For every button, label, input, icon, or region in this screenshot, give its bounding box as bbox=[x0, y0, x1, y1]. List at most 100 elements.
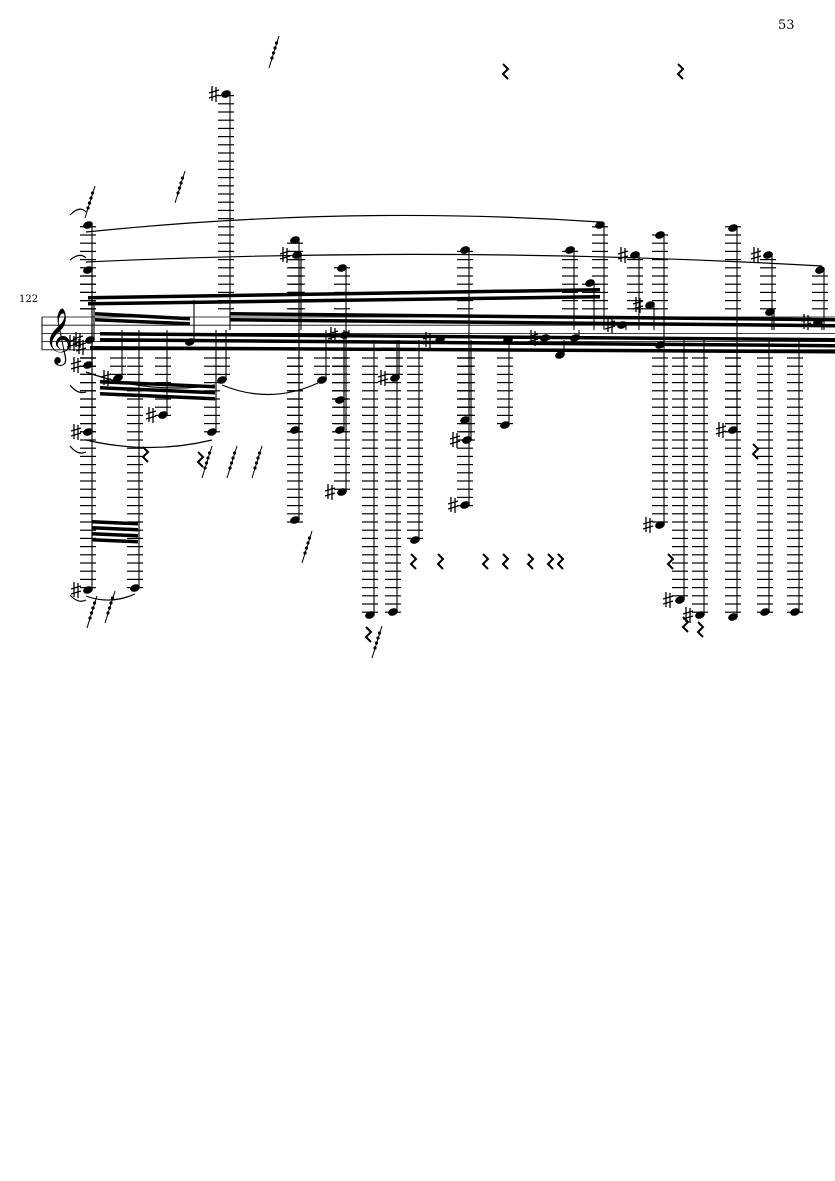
notehead bbox=[617, 321, 627, 329]
beam bbox=[92, 538, 138, 544]
notehead bbox=[388, 608, 398, 616]
rests bbox=[84, 35, 760, 659]
notehead bbox=[728, 224, 738, 232]
quarter-rest-icon bbox=[526, 553, 535, 570]
beam bbox=[90, 346, 835, 354]
sharp-icon bbox=[447, 497, 459, 513]
notehead bbox=[728, 613, 738, 621]
beam bbox=[88, 288, 600, 300]
quarter-rest-icon bbox=[681, 616, 690, 633]
quarter-rest-icon bbox=[481, 553, 490, 570]
slur bbox=[85, 214, 601, 233]
notehead bbox=[595, 221, 605, 229]
notehead bbox=[655, 231, 665, 239]
notehead bbox=[435, 336, 445, 344]
notehead bbox=[460, 246, 470, 254]
notehead bbox=[290, 516, 300, 524]
notehead bbox=[630, 251, 640, 259]
notehead bbox=[83, 586, 93, 594]
beam bbox=[230, 318, 835, 328]
notehead bbox=[337, 488, 347, 496]
notehead bbox=[365, 611, 375, 619]
flag-stroke bbox=[226, 445, 238, 479]
notehead bbox=[675, 596, 685, 604]
quarter-rest-icon bbox=[556, 553, 565, 570]
notehead bbox=[500, 421, 510, 429]
flag-stroke bbox=[268, 35, 280, 69]
notehead bbox=[540, 334, 550, 342]
slur bbox=[221, 382, 319, 396]
measure-number: 122 bbox=[19, 294, 39, 305]
sharp-icon bbox=[800, 314, 812, 330]
sharp-icon bbox=[70, 424, 82, 440]
slur bbox=[85, 439, 213, 449]
flag-stroke bbox=[104, 590, 116, 624]
sharp-icon bbox=[604, 317, 616, 333]
beam bbox=[100, 338, 835, 348]
notehead bbox=[655, 521, 665, 529]
slur bbox=[69, 254, 87, 261]
beam bbox=[100, 332, 835, 342]
slur bbox=[85, 253, 823, 267]
notehead bbox=[390, 374, 400, 382]
sharp-icon bbox=[715, 422, 727, 438]
flag-stroke bbox=[86, 595, 98, 629]
notehead bbox=[645, 301, 655, 309]
quarter-rest-icon bbox=[501, 63, 510, 80]
notehead bbox=[555, 351, 565, 359]
sharp-icon bbox=[750, 247, 762, 263]
sharp-icon bbox=[682, 607, 694, 623]
notehead bbox=[460, 501, 470, 509]
sharp-icon bbox=[72, 332, 84, 348]
slur bbox=[69, 208, 87, 216]
sharp-icon bbox=[279, 247, 291, 263]
quarter-rest-icon bbox=[409, 553, 418, 570]
sharp-icon bbox=[632, 297, 644, 313]
notehead bbox=[292, 251, 302, 259]
sharp-icon bbox=[70, 357, 82, 373]
sharp-icon bbox=[662, 592, 674, 608]
notehead bbox=[655, 341, 665, 349]
sharp-icon bbox=[75, 339, 87, 355]
quarter-rest-icon bbox=[436, 553, 445, 570]
notes bbox=[70, 86, 828, 623]
sharp-icon bbox=[208, 86, 220, 102]
beam bbox=[230, 312, 835, 322]
notehead bbox=[207, 428, 217, 436]
slurs bbox=[69, 208, 823, 602]
notehead bbox=[85, 336, 95, 344]
sharp-icon bbox=[70, 582, 82, 598]
sharp-icon bbox=[642, 517, 654, 533]
notehead bbox=[83, 361, 93, 369]
notehead bbox=[503, 336, 513, 344]
flag-stroke bbox=[174, 170, 186, 204]
beam bbox=[92, 526, 138, 532]
treble-clef-icon: 𝄞 bbox=[44, 308, 72, 366]
sharp-icon bbox=[100, 370, 112, 386]
notehead bbox=[765, 308, 775, 316]
flag-stroke bbox=[371, 625, 383, 659]
quarter-rest-icon bbox=[751, 443, 760, 460]
flag-stroke bbox=[251, 445, 263, 479]
notehead bbox=[335, 396, 345, 404]
notehead bbox=[815, 266, 825, 274]
notehead bbox=[460, 416, 470, 424]
notehead bbox=[158, 411, 168, 419]
notehead bbox=[813, 318, 823, 326]
notehead bbox=[695, 611, 705, 619]
quarter-rest-icon bbox=[546, 553, 555, 570]
notehead bbox=[221, 90, 231, 98]
notehead bbox=[185, 338, 195, 346]
quarter-rest-icon bbox=[696, 621, 705, 638]
slur bbox=[85, 371, 216, 389]
sharp-icon bbox=[327, 327, 339, 343]
notehead bbox=[130, 584, 140, 592]
sharp-icon bbox=[617, 247, 629, 263]
flag-stroke bbox=[201, 445, 213, 479]
notehead bbox=[217, 376, 227, 384]
notehead bbox=[585, 279, 595, 287]
notehead bbox=[113, 374, 123, 382]
slur bbox=[69, 384, 87, 394]
quarter-rest-icon bbox=[141, 446, 150, 463]
